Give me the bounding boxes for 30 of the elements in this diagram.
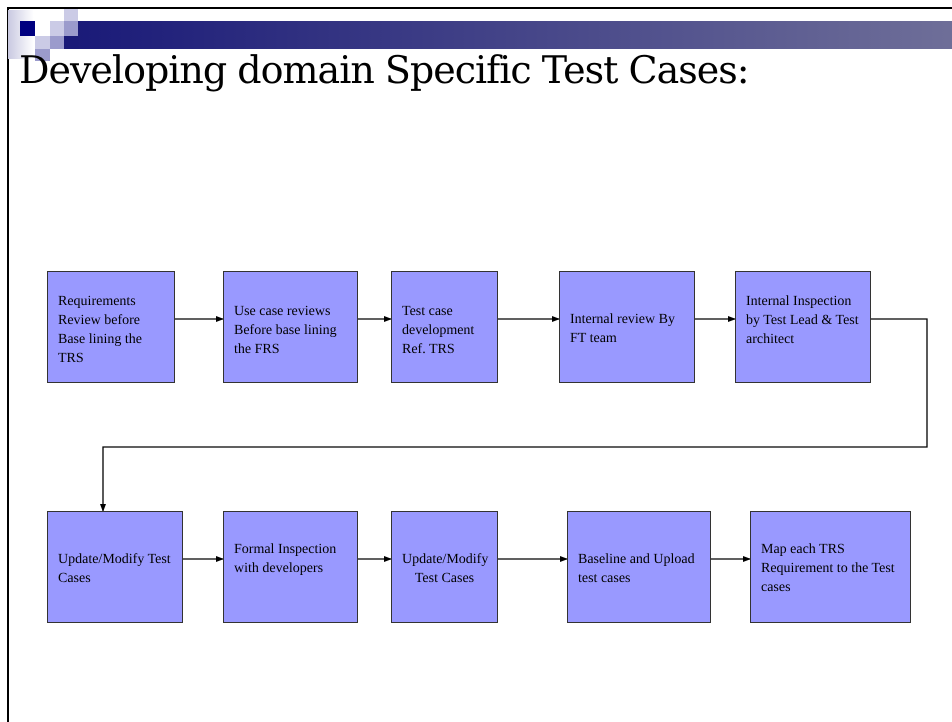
arrow <box>695 316 736 322</box>
arrow <box>498 316 560 322</box>
step-text: Update/Modify Test Cases <box>58 551 172 588</box>
arrow <box>358 316 392 322</box>
arrow <box>711 556 751 562</box>
process-box <box>735 271 871 383</box>
step-text: Requirements Review before Base lining the TRS <box>58 293 143 368</box>
arrow <box>175 316 224 322</box>
step-text: Formal Inspection with developers <box>234 541 338 578</box>
arrow <box>358 556 392 562</box>
arrow <box>498 556 568 562</box>
process-box <box>391 271 498 383</box>
step-text: Baseline and Upload test cases <box>578 551 696 588</box>
step-text: Test case development Ref. TRS <box>402 303 476 359</box>
step-text: Internal review By FT team <box>570 311 676 348</box>
slide-title: Developing domain Specific Test Cases: <box>19 47 749 94</box>
step-text: Internal Inspection by Test Lead & Test architect <box>746 293 860 349</box>
process-box <box>391 511 498 623</box>
process-box <box>559 271 695 383</box>
process-box <box>47 271 175 383</box>
process-box <box>223 271 358 383</box>
step-text: Map each TRS Requirement to the Test cases <box>761 541 896 597</box>
process-box <box>47 511 183 623</box>
arrow <box>100 318 928 512</box>
process-box <box>223 511 358 623</box>
process-box <box>567 511 711 623</box>
arrow <box>183 556 224 562</box>
step-text: Use case reviews Before base lining the FRS <box>234 303 338 359</box>
step-text: Update/Modify Test Cases <box>402 551 487 588</box>
process-box <box>750 511 911 623</box>
